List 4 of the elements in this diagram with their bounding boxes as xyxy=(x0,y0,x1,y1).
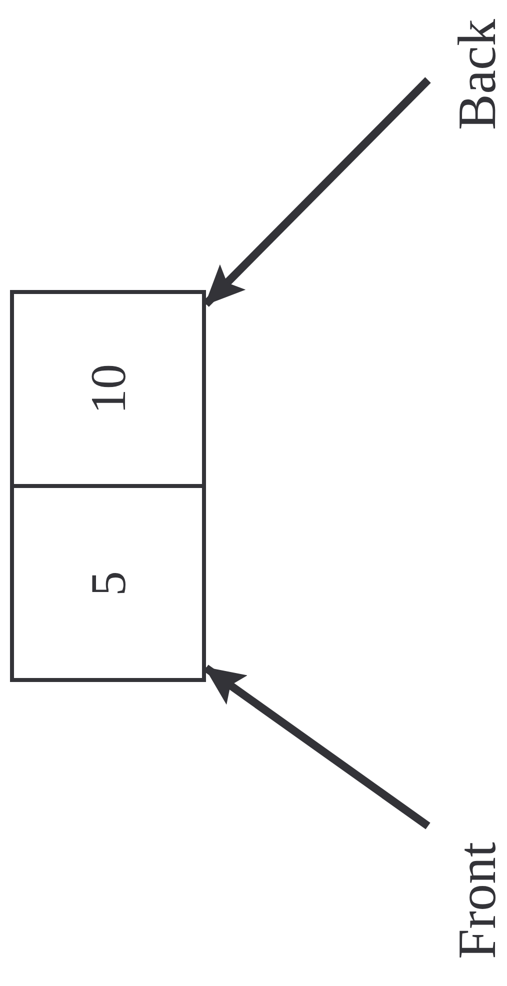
pointer-label: Front xyxy=(450,842,504,960)
cell-value: 5 xyxy=(83,570,133,596)
cell-value: 10 xyxy=(83,364,133,414)
pointer-label: Back xyxy=(450,18,504,130)
